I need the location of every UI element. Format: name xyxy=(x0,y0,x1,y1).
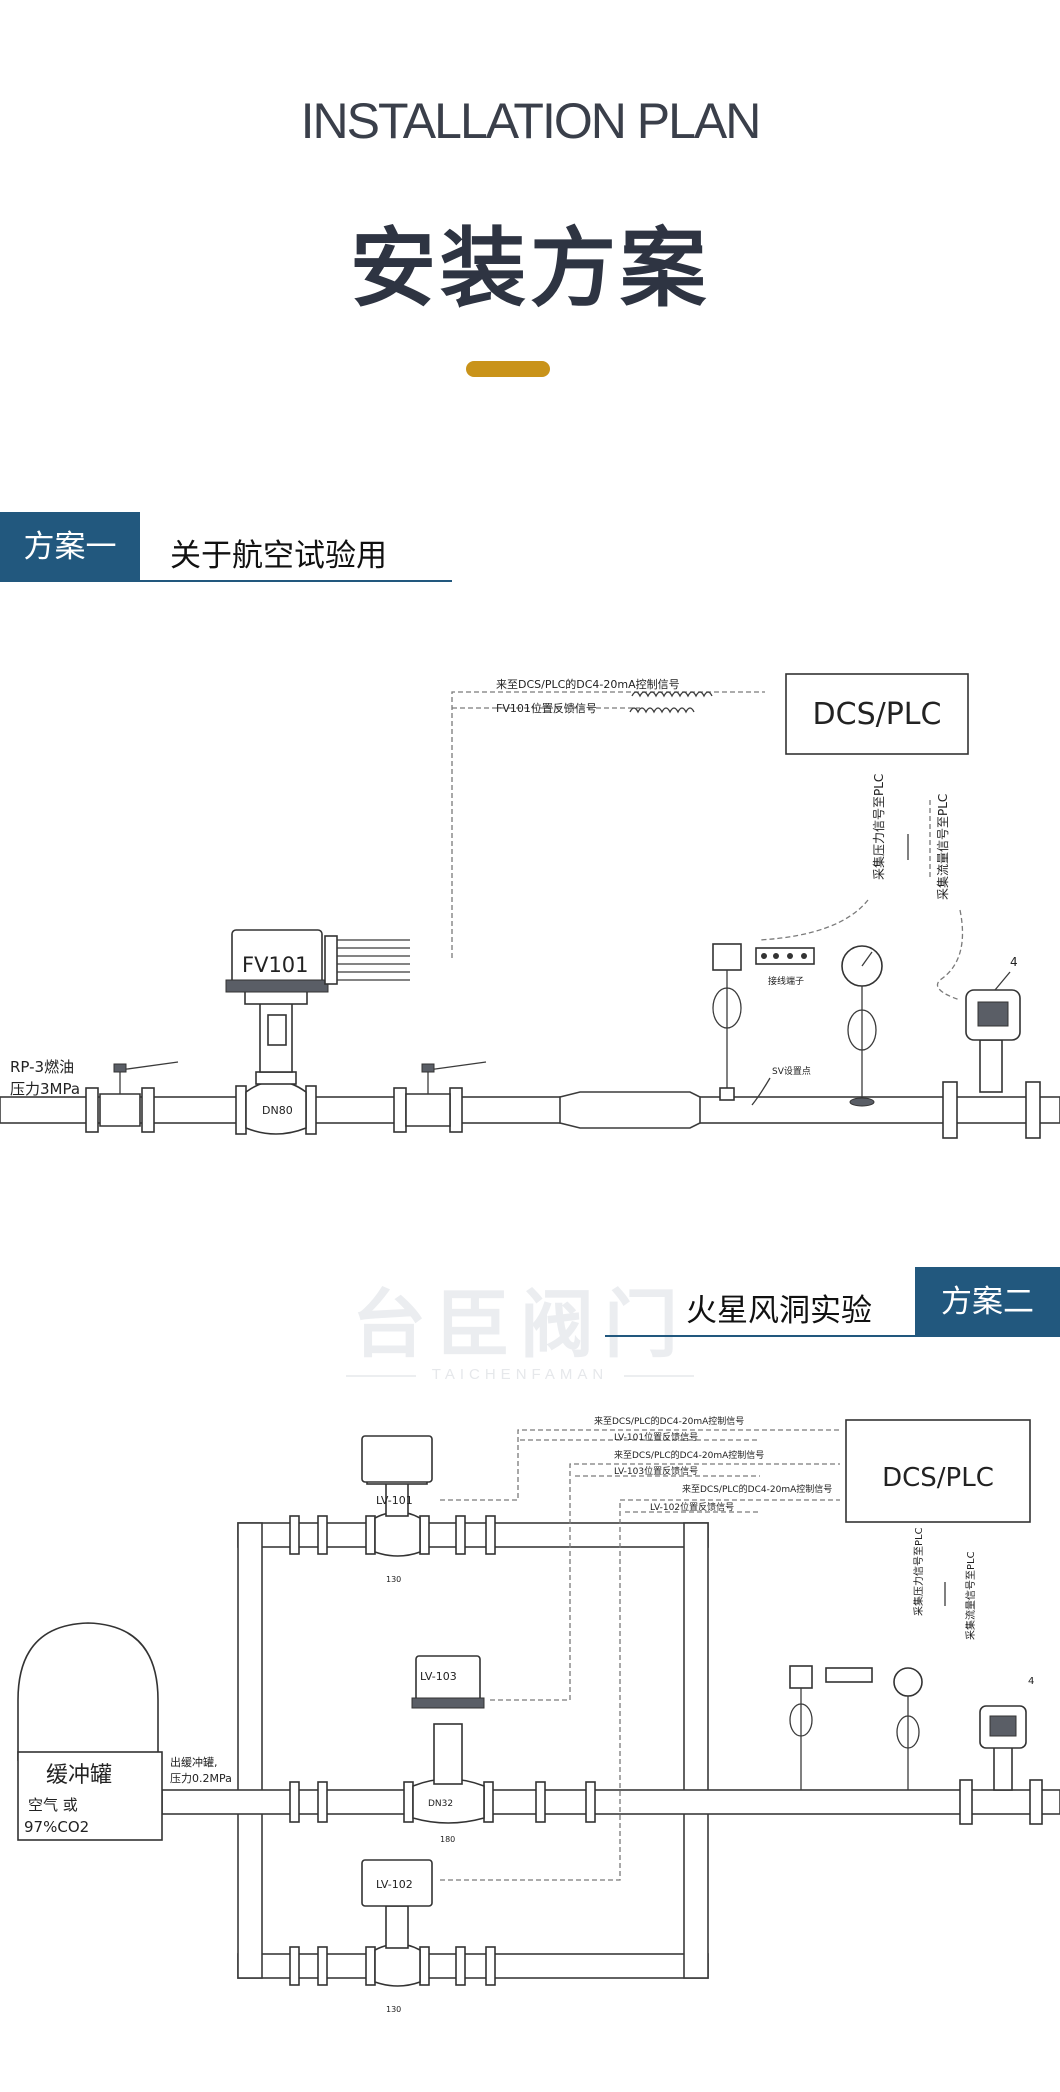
scheme1-terminal-label: 接线端子 xyxy=(768,975,804,987)
scheme2-signal-5: LV-102位置反馈信号 xyxy=(650,1501,734,1513)
scheme2-dcs-box xyxy=(845,1419,1031,1523)
scheme1-valve-tag: FV101 xyxy=(242,953,309,977)
watermark-subtext: TAICHENFAMAN xyxy=(431,1366,609,1383)
scheme1-pressure-gauge xyxy=(841,945,883,1107)
scheme2-valve-lv103 xyxy=(289,1655,596,1824)
title-english: INSTALLATION PLAN xyxy=(300,93,762,149)
scheme1-control-valve xyxy=(225,929,329,1135)
watermark-line-right xyxy=(624,1375,694,1377)
scheme2-tank-dome xyxy=(17,1622,159,1761)
scheme2-pressure-signal: 采集压力信号至PLC xyxy=(912,1527,925,1616)
scheme2-center-size: DN32 xyxy=(428,1799,453,1809)
scheme1-reducer xyxy=(559,1091,701,1129)
scheme1-dcs-label: DCS/PLC xyxy=(813,697,942,732)
scheme2-dim-top: 130 xyxy=(386,1575,401,1584)
scheme2-tab: 方案二 xyxy=(915,1267,1060,1337)
scheme2-main-pipe xyxy=(161,1789,1060,1815)
title-chinese: 安装方案 xyxy=(350,219,710,319)
watermark-line-left xyxy=(346,1375,416,1377)
scheme1-signal-line xyxy=(451,691,765,958)
scheme2-dcs-label: DCS/PLC xyxy=(882,1463,994,1493)
scheme2-flowmeter xyxy=(959,1705,1043,1825)
scheme1-actuator-wiring xyxy=(324,935,410,985)
scheme1-signal-feedback: FV101位置反馈信号 xyxy=(496,701,597,715)
scheme2-tank-body xyxy=(17,1751,163,1841)
accent-bar xyxy=(466,361,550,377)
scheme1-signal-in: 来至DCS/PLC的DC4-20mA控制信号 xyxy=(496,677,680,691)
scheme1-underline xyxy=(0,580,452,582)
scheme2-signal-1: LV-101位置反馈信号 xyxy=(614,1431,698,1443)
scheme1-subtitle: 关于航空试验用 xyxy=(170,538,387,574)
scheme2-flowmeter-num: 4 xyxy=(1028,1676,1034,1687)
scheme1-dcs-box xyxy=(785,673,969,755)
watermark-logo: 台臣阀门 xyxy=(352,1282,688,1368)
scheme2-valve-tag-lv102: LV-102 xyxy=(376,1878,413,1891)
scheme2-signal-4: 来至DCS/PLC的DC4-20mA控制信号 xyxy=(682,1483,832,1495)
scheme2-flow-signal: 采集流量信号至PLC xyxy=(964,1551,977,1640)
scheme2-terminal-block xyxy=(825,1667,873,1683)
scheme1-ball-valve-right xyxy=(393,1061,487,1133)
scheme2-tank-title: 缓冲罐 xyxy=(46,1763,112,1788)
scheme2-left-riser xyxy=(237,1522,263,1979)
scheme1-pressure-signal: 采集压力信号至PLC xyxy=(871,774,886,880)
scheme1-inlet-line1: RP-3燃油 xyxy=(10,1058,74,1076)
scheme1-flowmeter-num: 4 xyxy=(1010,955,1018,969)
scheme2-valve-tag-lv103: LV-103 xyxy=(420,1670,457,1683)
scheme2-pressure-gauge xyxy=(893,1667,923,1790)
scheme2-tank-line2: 97%CO2 xyxy=(24,1818,89,1836)
scheme1-diagram: FV101 DN80 来至DCS/PLC的DC4-20mA控制信号 FV101位… xyxy=(0,673,1060,1139)
scheme2-pressure-transmitter xyxy=(789,1665,813,1790)
scheme1-ball-valve-left xyxy=(85,1061,179,1133)
scheme1-flowmeter xyxy=(942,971,1041,1139)
scheme2-underline xyxy=(605,1335,1060,1337)
scheme1-flow-signal: 采集流量信号至PLC xyxy=(935,794,950,900)
scheme2-outlet-line2: 压力0.2MPa xyxy=(170,1772,232,1785)
scheme2-valve-lv101 xyxy=(289,1475,496,1557)
scheme2-bottom-pipe xyxy=(237,1953,709,1979)
scheme1-tab: 方案一 xyxy=(0,512,140,582)
scheme1-inlet-line2: 压力3MPa xyxy=(10,1080,80,1098)
scheme2-valve-lv102 xyxy=(289,1859,496,1987)
scheme2-right-riser xyxy=(683,1522,709,1979)
scheme2-signal-3: LV-103位置反馈信号 xyxy=(614,1465,698,1477)
scheme1-valve-size: DN80 xyxy=(262,1104,293,1117)
scheme2-dim-center: 180 xyxy=(440,1835,455,1844)
scheme1-pressure-transmitter xyxy=(712,943,742,1101)
scheme1-terminal-block xyxy=(755,947,815,965)
scheme2-outlet-line1: 出缓冲罐, xyxy=(170,1755,218,1769)
scheme2-tank-line1: 空气 或 xyxy=(28,1796,78,1814)
scheme1-sv-label: SV设置点 xyxy=(772,1066,811,1077)
scheme2-top-pipe xyxy=(237,1522,709,1548)
scheme2-subtitle: 火星风洞实验 xyxy=(686,1293,872,1329)
scheme1-main-pipe xyxy=(0,1096,1060,1124)
scheme2-signal-0: 来至DCS/PLC的DC4-20mA控制信号 xyxy=(594,1415,744,1427)
scheme2-signal-2: 来至DCS/PLC的DC4-20mA控制信号 xyxy=(614,1449,764,1461)
scheme2-diagram: 缓冲罐 空气 或 97%CO2 出缓冲罐, 压力0.2MPa xyxy=(17,1415,1060,2014)
scheme2-valve-tag-lv101: LV-101 xyxy=(376,1494,413,1507)
scheme2-actuator-lv101 xyxy=(361,1435,433,1483)
scheme2-dim-bottom: 130 xyxy=(386,2005,401,2014)
